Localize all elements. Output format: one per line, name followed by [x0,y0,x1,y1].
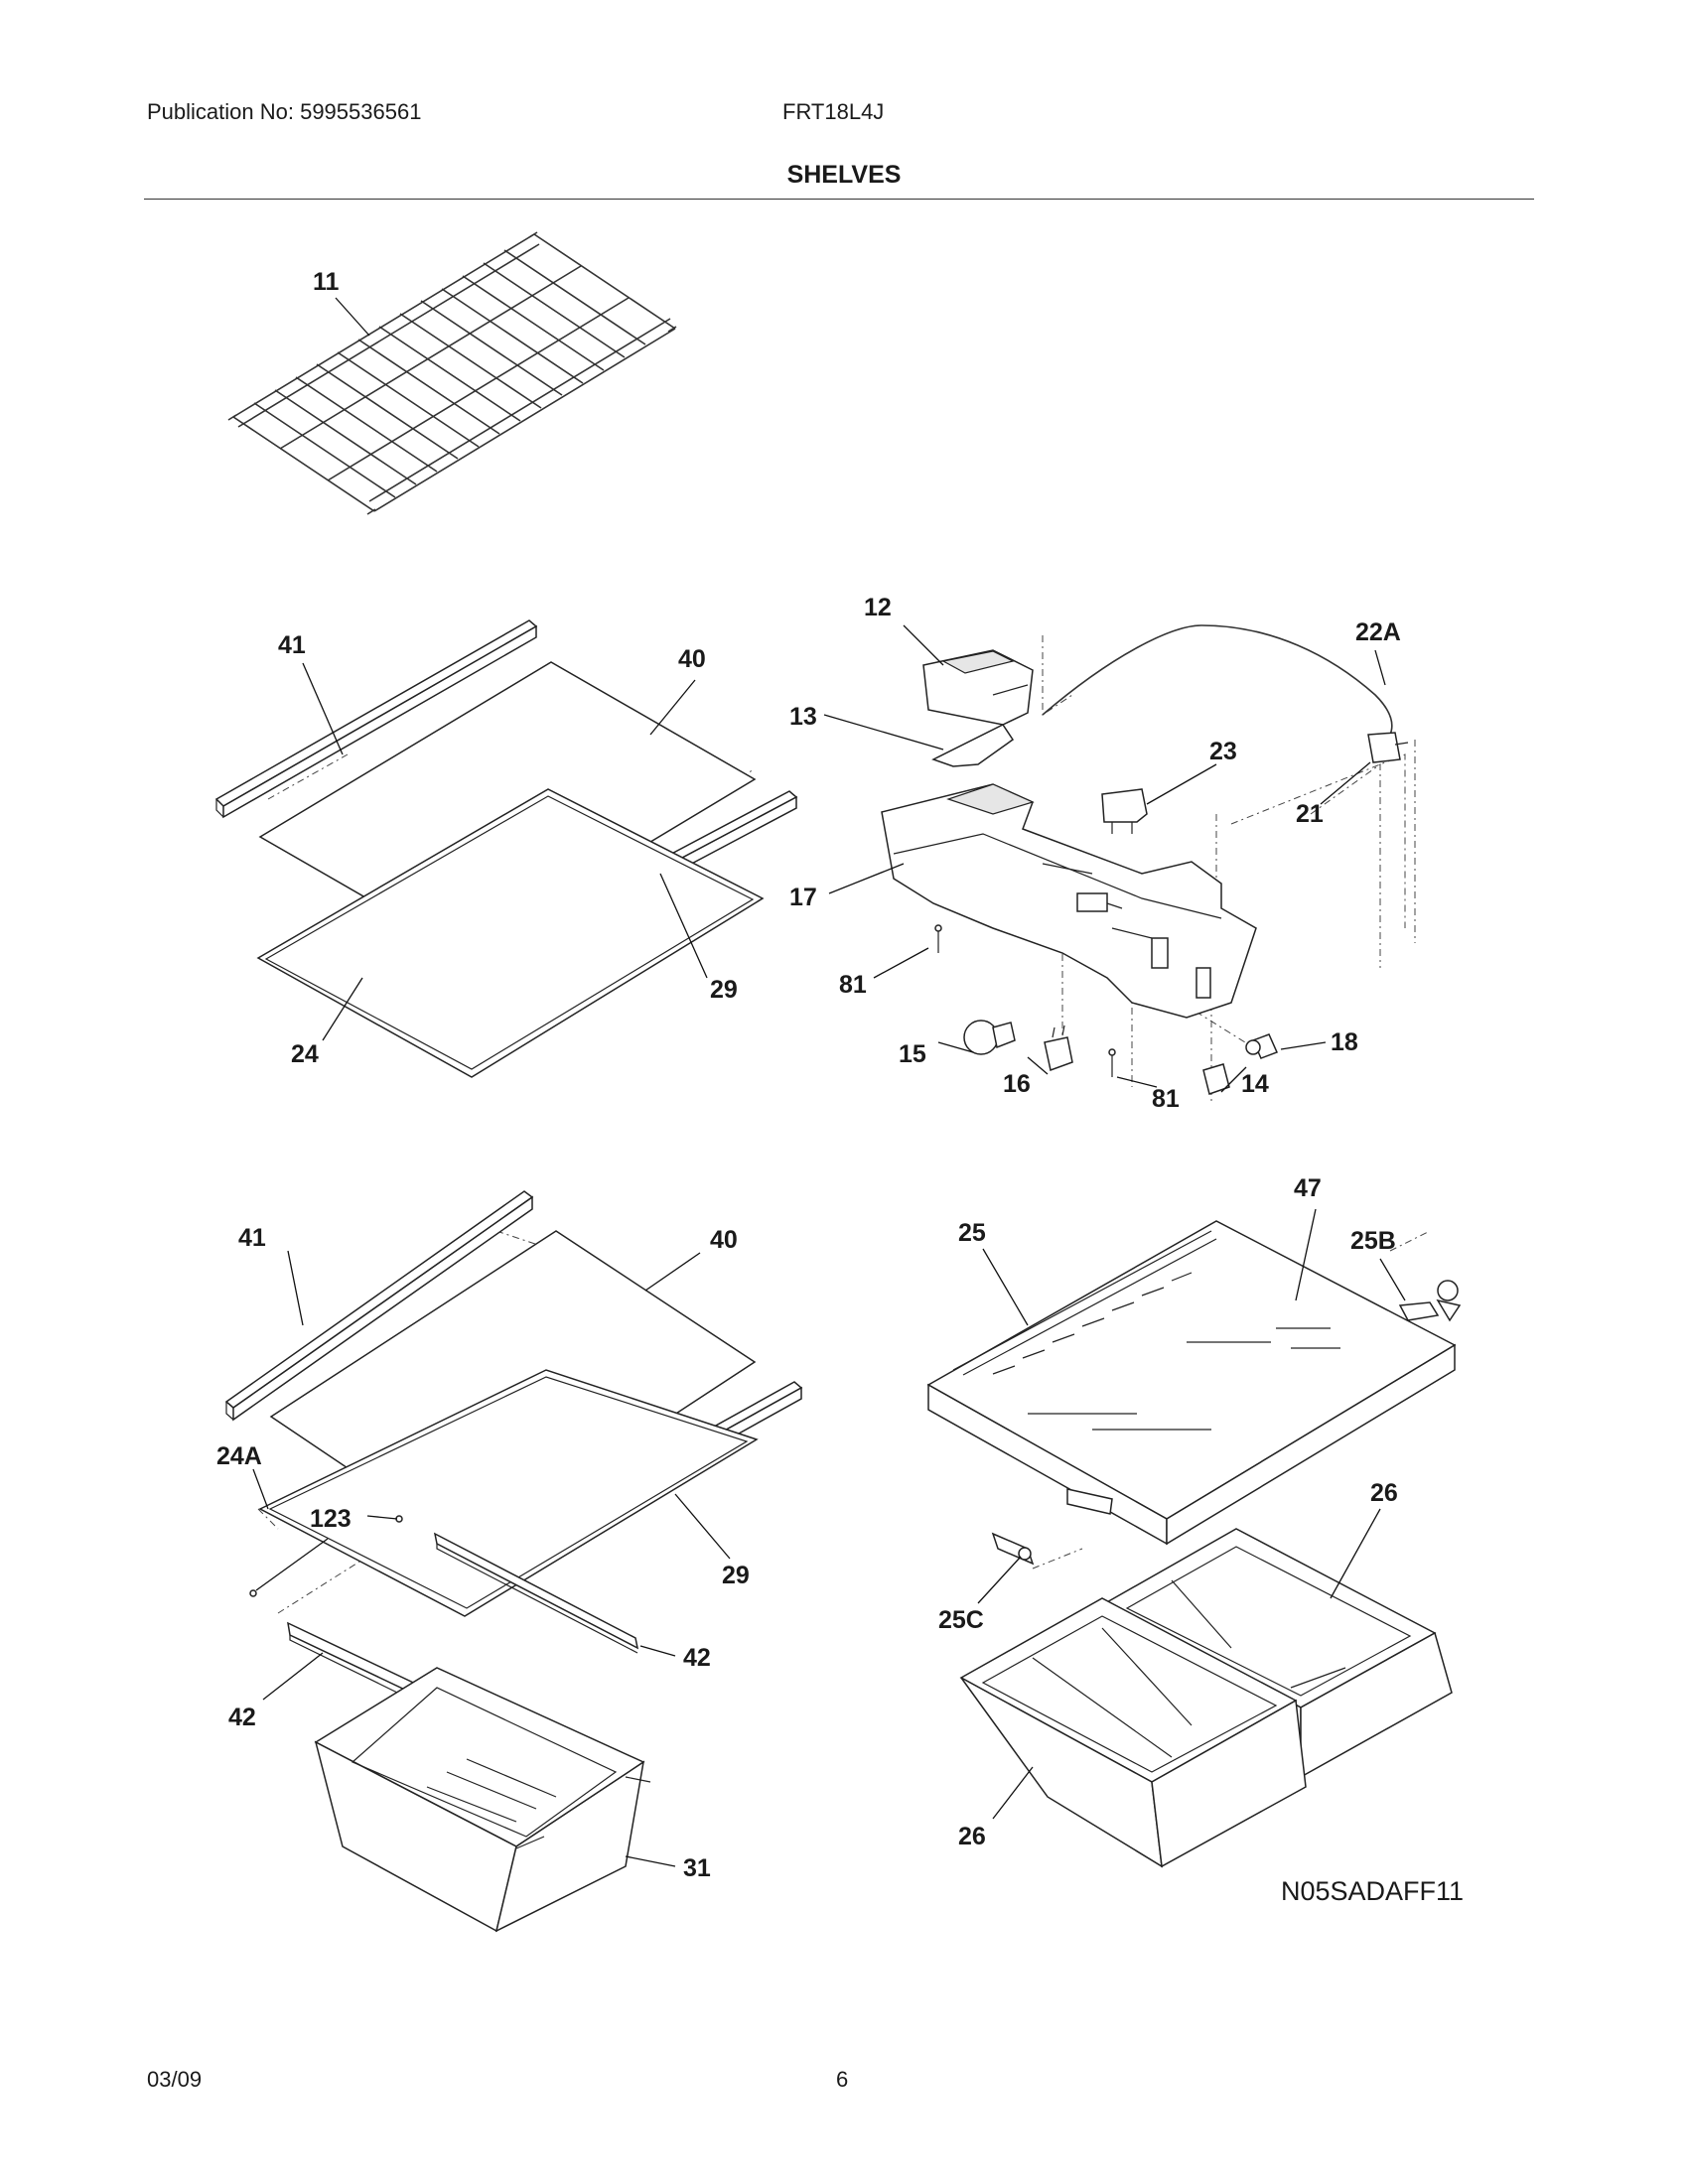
section-title: SHELVES [786,161,902,189]
header-rule [144,199,1534,200]
callout-42-left: 42 [228,1704,256,1731]
crisper-cover-assembly [926,1220,1462,1868]
callout-26-right: 26 [1370,1479,1398,1507]
callout-40-upper: 40 [678,645,706,673]
callout-29-upper: 29 [710,976,738,1004]
callout-18: 18 [1331,1028,1358,1056]
callout-123: 123 [310,1505,352,1533]
callout-31: 31 [683,1854,711,1882]
model-number: FRT18L4J [782,99,885,124]
callout-17: 17 [789,884,817,911]
diagram-code: N05SADAFF11 [1281,1876,1465,1906]
callout-26-left: 26 [958,1823,986,1850]
callout-24: 24 [291,1040,319,1068]
callout-14: 14 [1241,1070,1269,1098]
callout-25: 25 [958,1219,986,1247]
callout-16: 16 [1003,1070,1031,1098]
callout-29-lower: 29 [722,1562,750,1589]
callout-40-lower: 40 [710,1226,738,1254]
callout-25B: 25B [1350,1227,1396,1255]
publication-number: Publication No: 5995536561 [147,99,422,124]
control-housing-assembly [881,624,1416,1102]
callout-24A: 24A [216,1442,262,1470]
page-number: 6 [836,2067,849,2092]
part-callouts: 11 41 40 29 24 12 22A 13 23 21 17 81 18 … [216,268,1401,1882]
callout-12: 12 [864,594,892,621]
callout-21: 21 [1296,800,1324,828]
glass-shelf-assembly-lower [224,1190,803,1933]
callout-41-lower: 41 [238,1224,266,1252]
footer-date: 03/09 [147,2067,203,2092]
wire-shelf-11 [227,231,677,515]
callout-47: 47 [1294,1174,1322,1202]
callout-81-left: 81 [839,971,867,999]
callout-15: 15 [899,1040,926,1068]
callout-23: 23 [1209,738,1237,765]
callout-22A: 22A [1355,618,1401,646]
callout-81-right: 81 [1152,1085,1180,1113]
callout-41-upper: 41 [278,631,306,659]
leader-lines [252,297,1406,1867]
callout-25C: 25C [938,1606,984,1634]
callout-13: 13 [789,703,817,731]
callout-11: 11 [313,268,340,296]
glass-shelf-assembly-upper [214,619,798,1078]
callout-42-right: 42 [683,1644,711,1672]
